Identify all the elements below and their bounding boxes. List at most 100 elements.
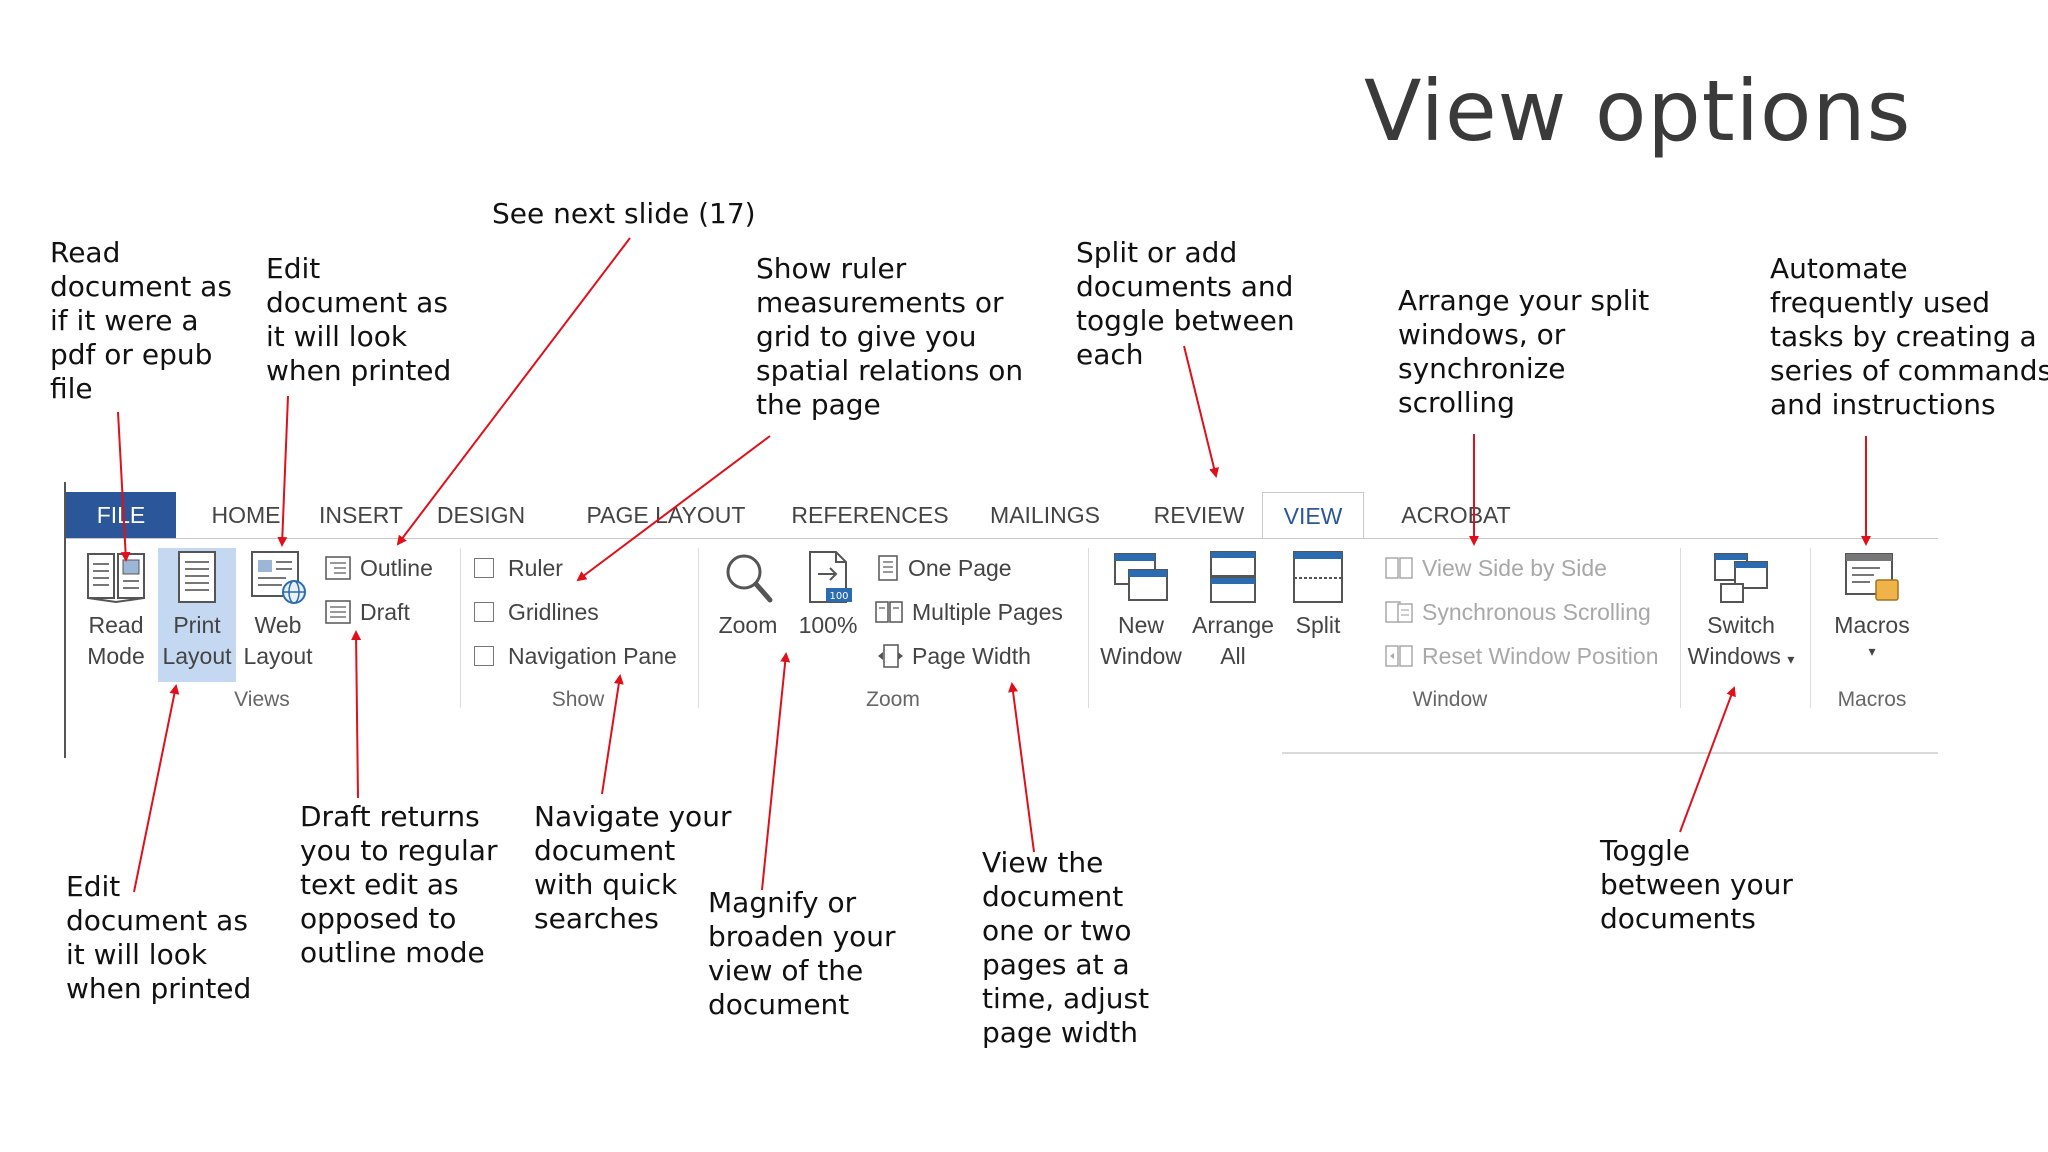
reset-window-position-button[interactable]: Reset Window Position [1384, 638, 1659, 674]
annotation-line: page width [982, 1016, 1139, 1049]
tab-mailings[interactable]: MAILINGS [990, 502, 1100, 528]
zoom-button[interactable]: Zoom [710, 548, 786, 641]
read-mode-button[interactable]: Read Mode [78, 548, 154, 672]
print-layout-label-1: Print [173, 612, 221, 638]
window-group-label: Window [1412, 688, 1488, 711]
annotation-line: Magnify or [708, 886, 857, 919]
annotation-ruler-gridlines: Show ruler measurements or grid to give … [756, 252, 1023, 422]
annotation-line: with quick [534, 868, 678, 901]
page-width-button[interactable]: Page Width [876, 638, 1031, 674]
gridlines-label: Gridlines [508, 599, 599, 625]
annotation-line: document [982, 880, 1124, 913]
switch-windows-button[interactable]: Switch Windows ▾ [1686, 548, 1796, 675]
web-layout-button[interactable]: Web Layout [240, 548, 316, 672]
print-layout-button[interactable]: Print Layout [158, 548, 236, 682]
tab-home[interactable]: HOME [211, 502, 281, 528]
show-group-label: Show [551, 688, 605, 711]
tab-page-layout[interactable]: PAGE LAYOUT [586, 502, 746, 528]
annotation-line: pdf or epub [50, 338, 213, 371]
ruler-label: Ruler [508, 555, 563, 581]
tab-review[interactable]: REVIEW [1153, 502, 1245, 528]
annotation-line: Edit [266, 252, 321, 285]
annotation-line: when printed [266, 354, 452, 387]
tab-file[interactable]: FILE [66, 492, 176, 538]
annotation-line: file [50, 372, 93, 405]
annotation-line: grid to give you [756, 320, 977, 353]
annotation-line: document as [266, 286, 448, 319]
zoom-100-button[interactable]: 100 100% [790, 548, 866, 641]
view-side-by-side-button[interactable]: View Side by Side [1384, 550, 1607, 586]
new-window-label-2: Window [1100, 643, 1182, 669]
views-group-label: Views [234, 688, 290, 711]
macros-label: Macros [1834, 612, 1910, 638]
annotation-line: toggle between [1076, 304, 1295, 337]
read-mode-label-1: Read [88, 612, 144, 638]
switch-windows-icon [1714, 553, 1768, 603]
multiple-pages-icon [875, 601, 903, 623]
synchronous-scrolling-label: Synchronous Scrolling [1422, 599, 1651, 625]
tab-insert[interactable]: INSERT [319, 502, 403, 528]
arrange-all-button[interactable]: Arrange All [1190, 548, 1276, 672]
zoom-group-label: Zoom [866, 688, 920, 711]
annotation-web-layout: Edit document as it will look when print… [266, 252, 451, 388]
annotation-line: Show ruler [756, 252, 907, 285]
tab-references[interactable]: REFERENCES [791, 502, 949, 528]
outline-button[interactable]: Outline [324, 550, 433, 586]
zoom-label: Zoom [718, 612, 778, 638]
annotation-line: it will look [66, 938, 208, 971]
annotation-macros: Automate frequently used tasks by creati… [1770, 252, 2048, 422]
gridlines-checkbox-box [474, 602, 494, 622]
web-layout-icon [251, 551, 306, 604]
macros-icon [1845, 553, 1899, 601]
arrange-all-label-1: Arrange [1192, 612, 1274, 638]
multiple-pages-button[interactable]: Multiple Pages [874, 594, 1063, 630]
annotation-line: Toggle [1600, 834, 1691, 867]
annotation-draft: Draft returns you to regular text edit a… [300, 800, 497, 970]
tab-bar-border [66, 538, 1938, 539]
split-button[interactable]: Split [1278, 548, 1358, 641]
synchronous-scrolling-button[interactable]: Synchronous Scrolling [1384, 594, 1651, 630]
views-group-separator [460, 548, 461, 708]
annotation-arrange: Arrange your split windows, or synchroni… [1398, 284, 1649, 420]
arrange-all-label-2: All [1220, 643, 1246, 669]
macros-dropdown-caret-icon[interactable]: ▾ [1868, 643, 1876, 659]
multiple-pages-label: Multiple Pages [912, 599, 1063, 625]
one-page-label: One Page [908, 555, 1012, 581]
annotation-line: it will look [266, 320, 408, 353]
annotation-line: the page [756, 388, 881, 421]
one-page-button[interactable]: One Page [876, 550, 1012, 586]
annotation-line: Split or add [1076, 236, 1238, 269]
annotation-line: time, adjust [982, 982, 1150, 1015]
new-window-button[interactable]: New Window [1094, 548, 1188, 672]
dropdown-caret-icon: ▾ [1787, 651, 1795, 667]
tab-acrobat[interactable]: ACROBAT [1401, 502, 1511, 528]
draft-icon [325, 600, 351, 624]
macros-button[interactable]: Macros ▾ [1822, 548, 1922, 661]
annotation-switch: Toggle between your documents [1600, 834, 1793, 936]
show-group-separator [698, 548, 699, 708]
navigation-pane-checkbox[interactable]: Navigation Pane [474, 638, 677, 674]
annotation-line: frequently used [1770, 286, 1991, 319]
tab-design[interactable]: DESIGN [436, 502, 526, 528]
switch-windows-label-2: Windows [1687, 643, 1781, 669]
web-layout-label-1: Web [254, 612, 302, 638]
annotation-line: pages at a [982, 948, 1130, 981]
navigation-pane-checkbox-box [474, 646, 494, 666]
draft-button[interactable]: Draft [324, 594, 410, 630]
annotation-line: document as [50, 270, 232, 303]
window-inner-separator [1680, 548, 1681, 708]
annotation-line: tasks by creating a [1770, 320, 2037, 353]
gridlines-checkbox[interactable]: Gridlines [474, 594, 599, 630]
split-icon [1293, 551, 1343, 603]
zoom-100-icon: 100 [809, 551, 852, 603]
annotation-line: documents and [1076, 270, 1294, 303]
ruler-checkbox[interactable]: Ruler [474, 550, 563, 586]
annotation-line: between your [1600, 868, 1793, 901]
annotation-navigation: Navigate your document with quick search… [534, 800, 731, 936]
tab-view[interactable]: VIEW [1262, 492, 1364, 539]
annotation-line: outline mode [300, 936, 485, 969]
split-label: Split [1295, 612, 1341, 638]
outline-label: Outline [360, 555, 433, 581]
annotation-line: spatial relations on [756, 354, 1024, 387]
window-group-separator [1810, 548, 1811, 708]
